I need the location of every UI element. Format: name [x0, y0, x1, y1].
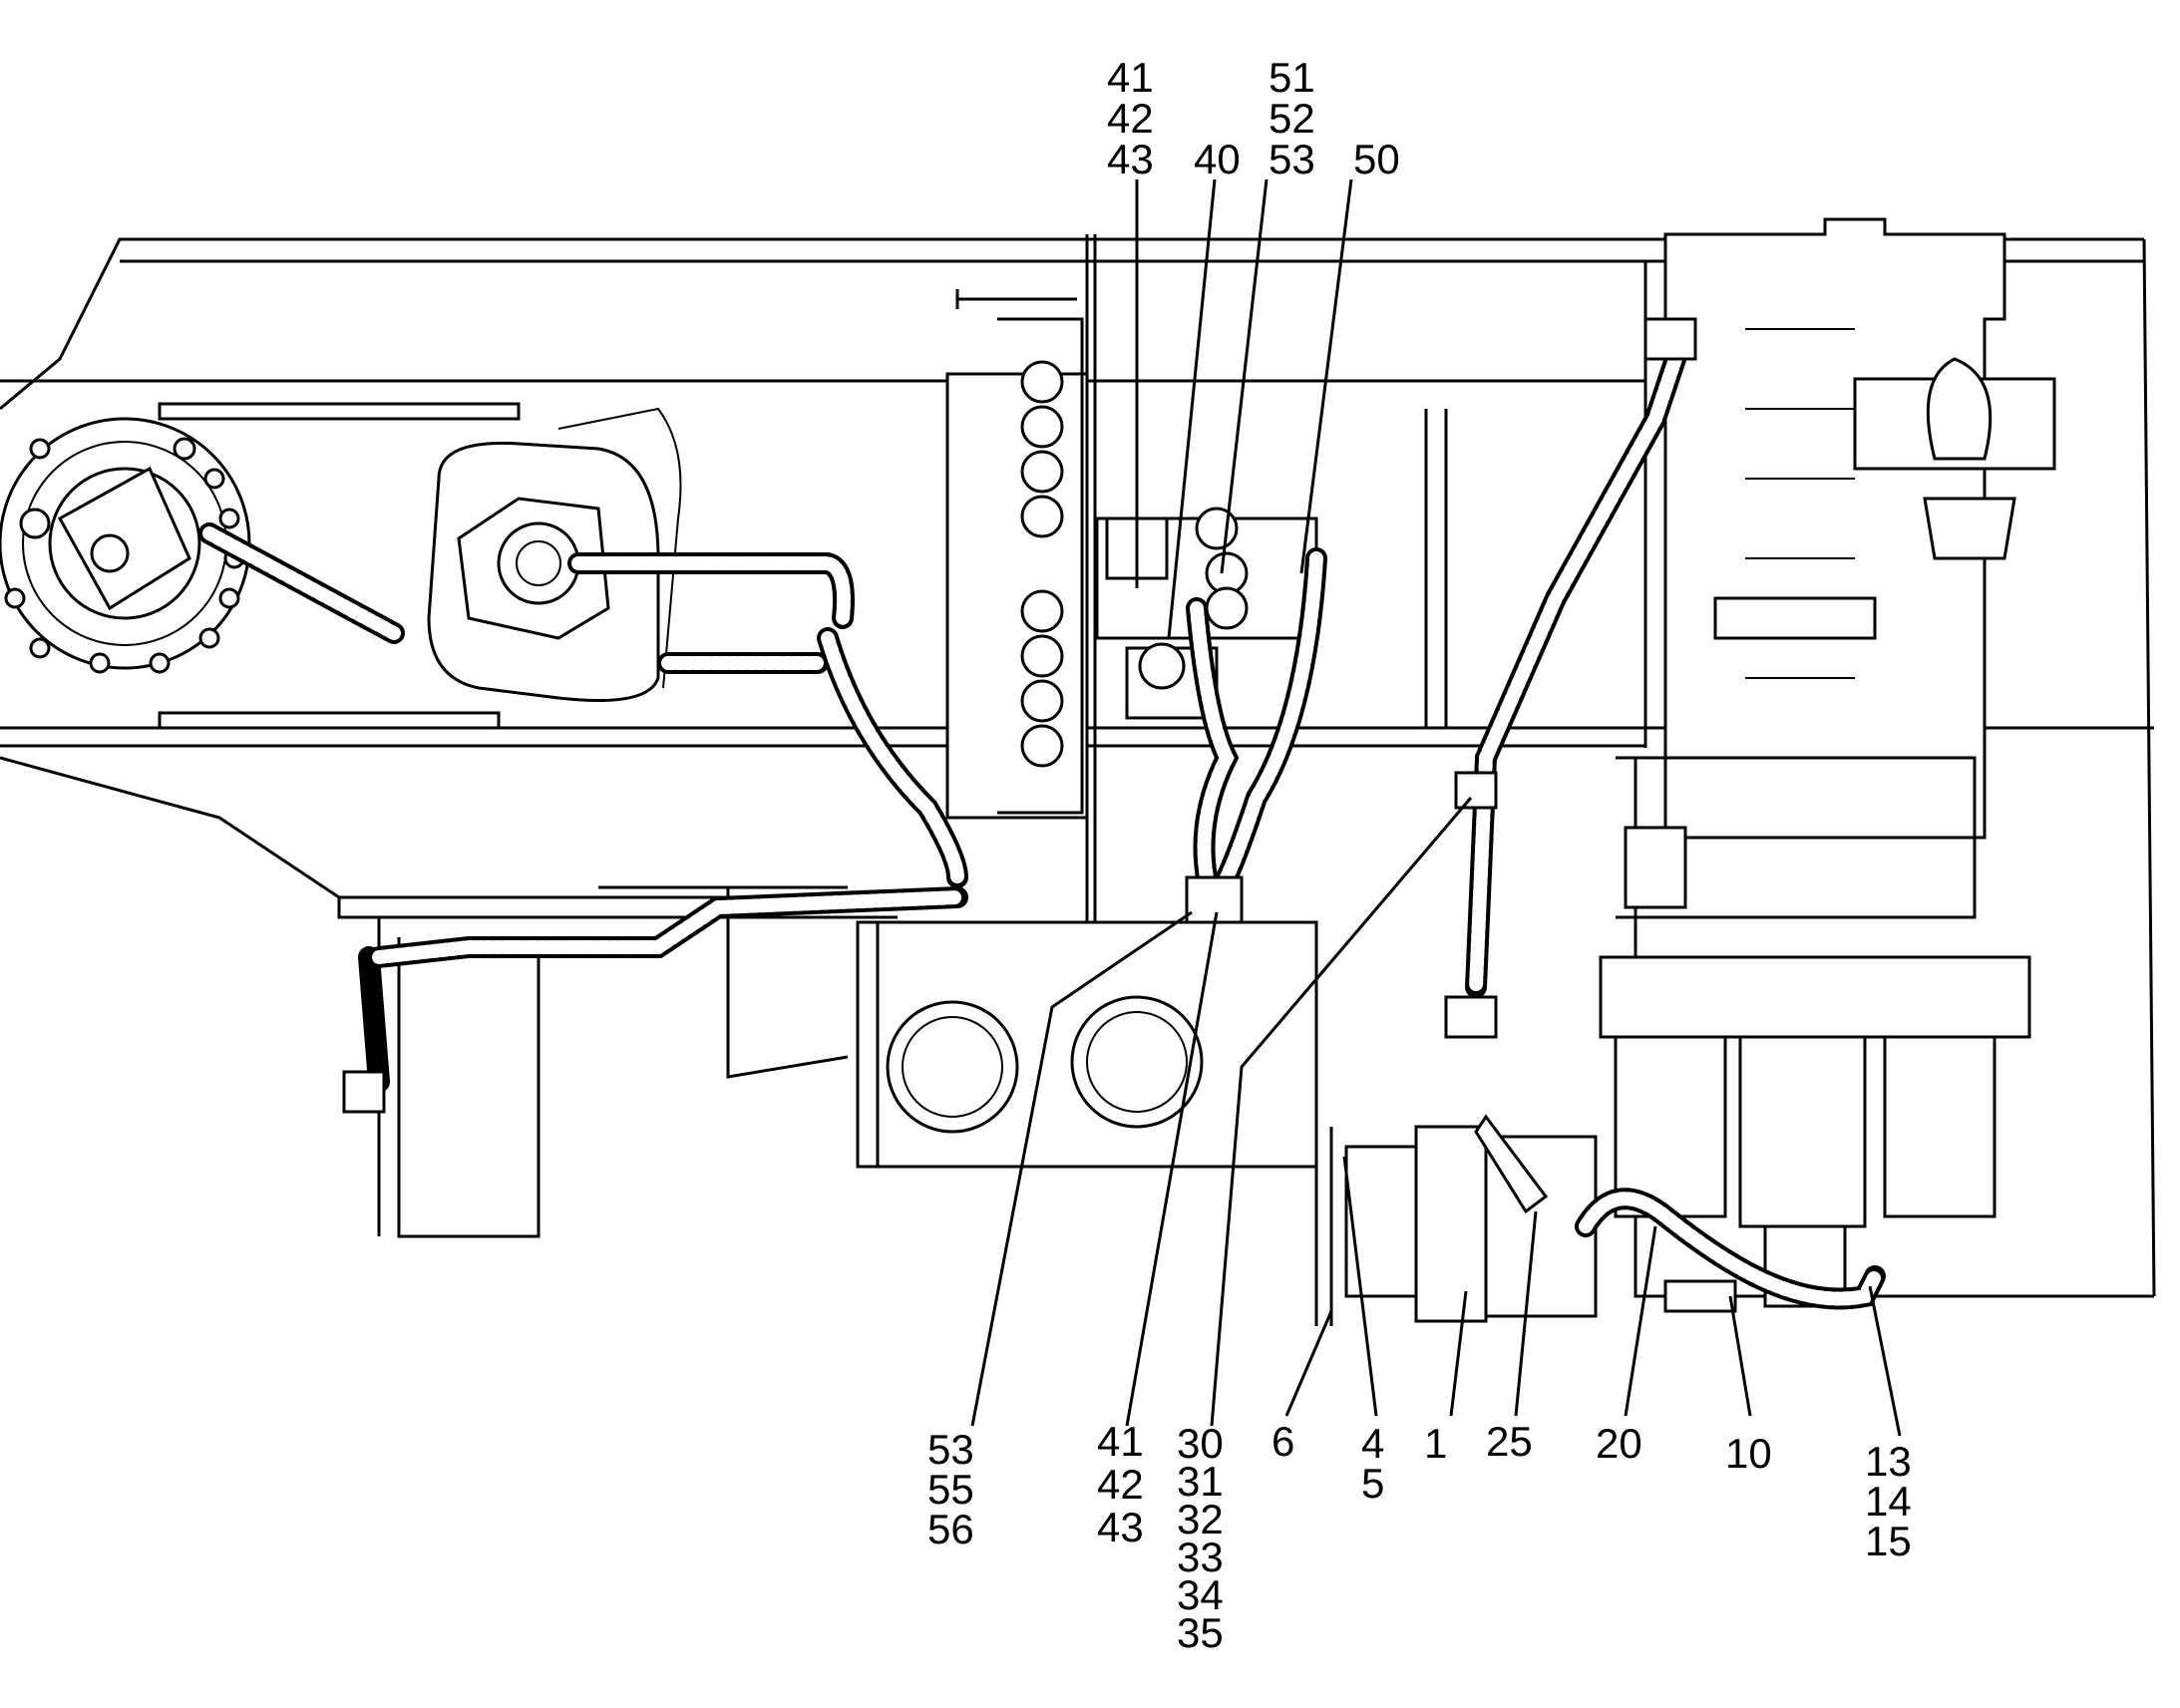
hoses: [198, 348, 1886, 1310]
callout-group-bottom-53-55-56: 53 55 56: [927, 1426, 974, 1552]
pump-gearbox: [1599, 955, 2031, 1308]
valve-spools-lower: [1020, 589, 1064, 768]
callout-label: 51: [1269, 54, 1315, 101]
callout-label: 35: [1177, 1609, 1224, 1656]
valve-bank: [945, 234, 1097, 932]
callout-label: 42: [1097, 1461, 1144, 1508]
callout-label: 43: [1097, 1504, 1144, 1550]
callout-group-top-51-52-53: 51 52 53: [1269, 54, 1315, 182]
callout-label: 53: [1269, 136, 1315, 182]
callout-label: 30: [1177, 1420, 1224, 1467]
callout-label: 42: [1107, 95, 1154, 142]
callout-label-20: 20: [1596, 1420, 1642, 1467]
callout-label-40: 40: [1194, 136, 1241, 182]
callout-group-bottom-4-5: 4 5: [1361, 1420, 1384, 1507]
callout-label: 56: [927, 1506, 974, 1552]
fittings: [342, 317, 1737, 1313]
callout-label: 34: [1177, 1571, 1224, 1618]
callout-label: 31: [1177, 1458, 1224, 1505]
callout-group-top-41-42-43: 41 42 43: [1107, 54, 1154, 182]
callout-label-50: 50: [1353, 136, 1400, 182]
callout-label: 41: [1097, 1418, 1144, 1465]
valve-spools-upper: [1020, 360, 1064, 538]
callout-label: 13: [1865, 1438, 1912, 1485]
callout-label-6: 6: [1272, 1418, 1294, 1465]
main-frame: [0, 237, 2156, 1298]
main-pump-1: [1314, 1125, 1598, 1326]
engine-block: [1616, 217, 2056, 919]
callout-label-25: 25: [1486, 1418, 1533, 1465]
callout-label: 53: [927, 1426, 974, 1473]
callout-label: 33: [1177, 1534, 1224, 1580]
callout-group-bottom-41-42-43: 41 42 43: [1097, 1418, 1144, 1550]
callout-label: 43: [1107, 136, 1154, 182]
hydraulic-tank: [856, 920, 1318, 1169]
leader-lines: [970, 178, 1902, 1437]
left-rotary-drive: [0, 417, 251, 674]
callout-label: 55: [927, 1466, 974, 1513]
callout-group-bottom-13-14-15: 13 14 15: [1865, 1438, 1912, 1564]
callout-label: 52: [1269, 95, 1315, 142]
callout-label: 14: [1865, 1478, 1912, 1525]
callout-label-1: 1: [1424, 1420, 1447, 1467]
callout-label: 5: [1361, 1460, 1384, 1507]
callout-label: 32: [1177, 1496, 1224, 1542]
callout-label-10: 10: [1725, 1430, 1772, 1477]
callout-label: 15: [1865, 1518, 1912, 1564]
middle-rotary-motor: [427, 407, 682, 702]
callout-group-bottom-30-35: 30 31 32 33 34 35: [1177, 1420, 1224, 1656]
secondary-valve-block: [1095, 507, 1318, 720]
callout-label: 41: [1107, 54, 1154, 101]
callout-label: 4: [1361, 1420, 1384, 1467]
